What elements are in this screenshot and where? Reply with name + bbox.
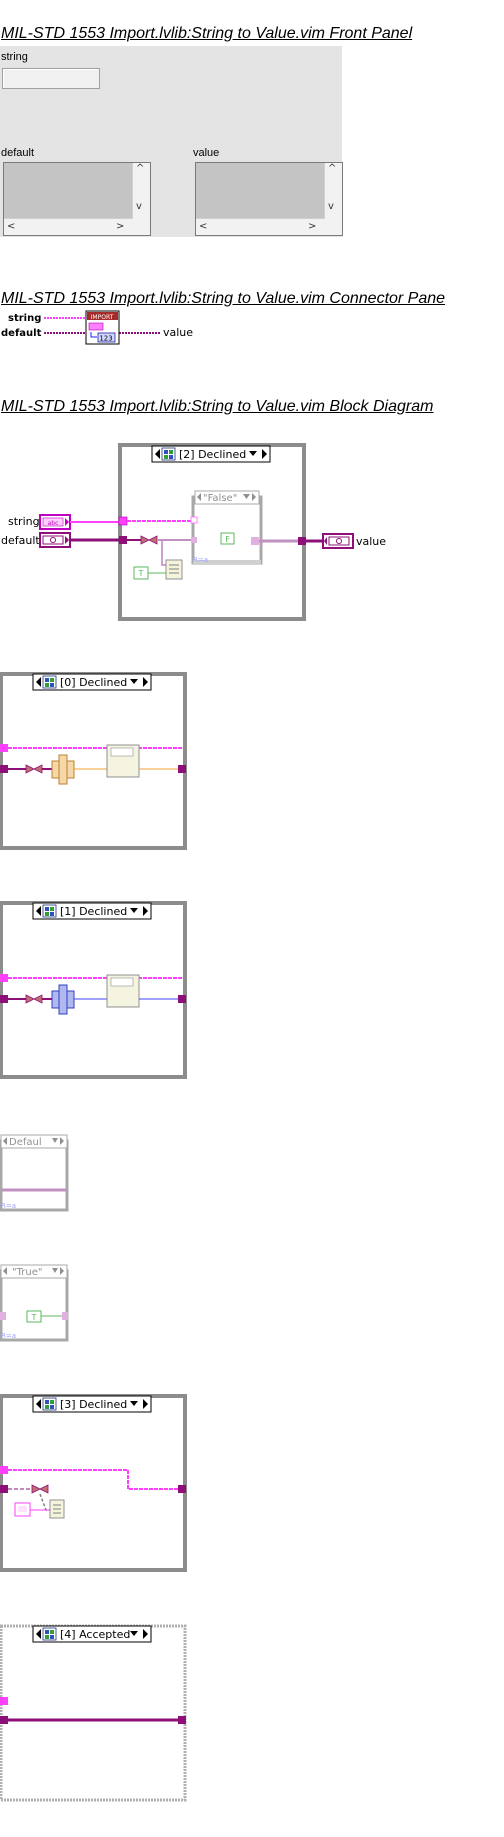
selector-decrement-icon[interactable] [36, 677, 41, 687]
enum-icon [42, 904, 57, 918]
chevron-down-icon[interactable] [52, 1138, 58, 1143]
scroll-down-icon[interactable]: v [136, 201, 142, 212]
scroll-up-icon[interactable]: ^ [136, 163, 145, 174]
vi-icon-num: 123 [99, 335, 112, 343]
value-horizontal-scrollbar[interactable]: < > [196, 218, 325, 235]
chevron-down-icon[interactable] [130, 908, 138, 913]
case-3-selector-label: [3] Declined [60, 1398, 127, 1411]
chevron-down-icon[interactable] [130, 1401, 138, 1406]
selector-decrement-icon[interactable] [155, 449, 160, 459]
front-panel-title: MIL-STD 1553 Import.lvlib:String to Valu… [1, 25, 413, 42]
cp-value-label: value [163, 326, 193, 339]
type-specialization-icon [140, 535, 158, 545]
scroll-up-icon[interactable]: ^ [328, 163, 337, 174]
inner-case-default[interactable]: Defaul R=a [0, 1134, 69, 1212]
scroll-down-icon[interactable]: v [328, 201, 334, 212]
default-horizontal-scrollbar[interactable]: < > [4, 218, 133, 235]
svg-text:abc: abc [48, 520, 59, 527]
type-specialization-icon [25, 764, 43, 774]
scroll-left-icon[interactable]: < [7, 221, 16, 232]
case-3-string-wire [8, 1469, 182, 1490]
value-indicator[interactable]: ^ v < > [195, 162, 343, 236]
tunnel-default [119, 536, 127, 544]
chevron-down-icon[interactable] [249, 451, 257, 456]
case-structure-1[interactable]: [1] Declined [0, 901, 187, 1079]
chevron-down-icon[interactable] [130, 679, 138, 684]
svg-text:R=a: R=a [1, 1332, 16, 1340]
value-indicator-label: value [193, 147, 220, 159]
string-terminal[interactable]: abc [39, 514, 71, 530]
case-structure-2[interactable]: [2] Declined [118, 443, 306, 621]
enum-icon [42, 1627, 57, 1641]
selector-increment-icon[interactable] [143, 1399, 148, 1409]
block-diagram-title: MIL-STD 1553 Import.lvlib:String to Valu… [1, 398, 434, 415]
connector-pane-diagram: string default IMPORT 123 value [1, 310, 193, 345]
svg-text:T: T [31, 1313, 37, 1322]
case-2-selector-label: [2] Declined [179, 448, 246, 461]
false-constant [220, 532, 235, 545]
scroll-right-icon[interactable]: > [308, 221, 317, 232]
selector-increment-icon[interactable] [262, 449, 267, 459]
string-control[interactable] [2, 68, 100, 89]
type-specialization-icon [31, 1484, 49, 1494]
default-control[interactable]: ^ v < > [3, 162, 151, 236]
selector-increment-icon[interactable] [143, 677, 148, 687]
default-control-label: default [1, 147, 35, 159]
error-node-icon [49, 1499, 65, 1519]
case-1-selector-label: [1] Declined [60, 905, 127, 918]
cp-default-label: default [1, 328, 42, 339]
vi-icon-banner: IMPORT [91, 314, 114, 321]
error-node-icon [165, 559, 183, 580]
vi-icon: IMPORT 123 [85, 310, 120, 345]
svg-text:R=a: R=a [193, 556, 208, 564]
selector-increment-icon[interactable] [143, 906, 148, 916]
connector-pane-title: MIL-STD 1553 Import.lvlib:String to Valu… [1, 290, 446, 307]
case-0-selector-label: [0] Declined [60, 676, 127, 689]
inner-false-selector: "False" [203, 493, 237, 504]
bd-string-label: string [8, 515, 40, 528]
inner-default-selector: Defaul [9, 1137, 42, 1148]
value-vertical-scrollbar[interactable]: ^ v [324, 163, 342, 235]
selector-increment-icon[interactable] [143, 1629, 148, 1639]
chevron-down-icon[interactable] [52, 1268, 58, 1273]
selector-decrement-icon[interactable] [36, 1629, 41, 1639]
case-structure-3[interactable]: [3] Declined [0, 1394, 187, 1572]
enum-icon [42, 675, 57, 689]
bd-value-label: value [356, 535, 386, 548]
blue-cluster-node [51, 984, 75, 1015]
inner-case-true[interactable]: "True" T R=a [0, 1264, 69, 1342]
selector-decrement-icon[interactable] [36, 1399, 41, 1409]
default-vertical-scrollbar[interactable]: ^ v [132, 163, 150, 235]
svg-text:T: T [138, 569, 144, 578]
chevron-down-icon[interactable] [130, 1631, 138, 1636]
case-structure-4[interactable]: [4] Accepted [0, 1624, 187, 1802]
svg-text:R=a: R=a [1, 1202, 16, 1210]
tunnel-value [298, 537, 306, 545]
case-4-selector-label: [4] Accepted [60, 1628, 130, 1641]
default-terminal[interactable] [39, 532, 71, 548]
type-specialization-icon [25, 994, 43, 1004]
selector-decrement-icon[interactable] [36, 906, 41, 916]
chevron-down-icon[interactable] [243, 494, 250, 499]
value-terminal[interactable] [322, 533, 354, 549]
case-structure-0[interactable]: [0] Declined [0, 672, 187, 850]
bd-default-label: default [1, 534, 40, 547]
tunnel-string [118, 516, 128, 526]
string-control-label: string [1, 51, 28, 63]
enum-icon [161, 447, 176, 461]
cp-string-label: string [8, 313, 41, 324]
scroll-left-icon[interactable]: < [199, 221, 208, 232]
orange-cluster-node [51, 754, 75, 785]
scan-from-string-node [106, 744, 140, 778]
svg-text:F: F [225, 535, 230, 544]
enum-icon [42, 1397, 57, 1411]
scroll-right-icon[interactable]: > [116, 221, 125, 232]
inner-true-selector: "True" [12, 1267, 42, 1278]
inner-case-false[interactable]: "False" F R=a [190, 490, 263, 565]
scan-from-string-node [106, 974, 140, 1008]
